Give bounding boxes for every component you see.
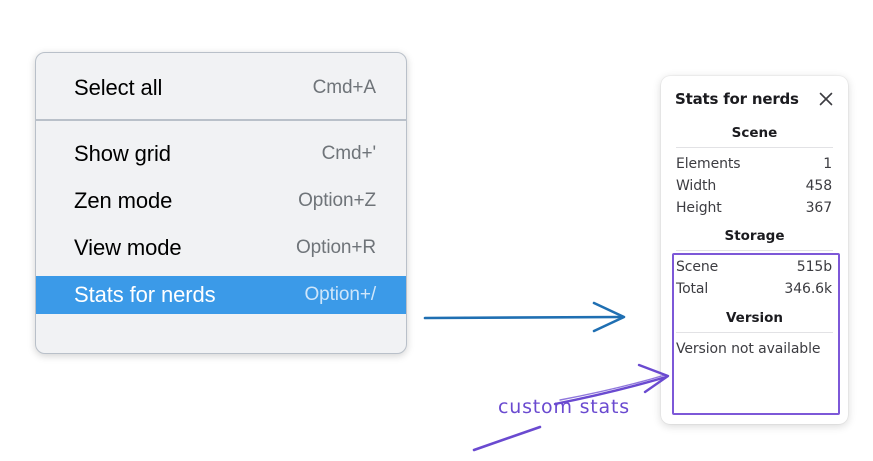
menu-item-shortcut: Cmd+' (321, 143, 376, 164)
menu-item-shortcut: Option+Z (298, 190, 376, 211)
section-rule (676, 250, 833, 251)
row-key: Width (676, 178, 717, 194)
panel-section-storage: Storage Scene 515b Total 346.6k (673, 227, 836, 300)
purple-underline-stroke (472, 425, 542, 452)
section-rule (676, 147, 833, 148)
row-key: Height (676, 200, 722, 216)
section-heading: Storage (724, 228, 785, 244)
row-key: Total (676, 281, 709, 297)
row-key: Scene (676, 259, 719, 275)
panel-section-scene: Scene Elements 1 Width 458 Height 367 (673, 124, 836, 219)
table-row: Version not available (673, 338, 836, 360)
menu-item-select-all[interactable]: Select all Cmd+A (36, 69, 406, 107)
menu-divider (36, 119, 406, 121)
canvas-context-menu[interactable]: Select all Cmd+A Show grid Cmd+' Zen mod… (35, 52, 407, 354)
blue-arrow (423, 301, 626, 333)
page-title: Stats for nerds (675, 90, 799, 108)
stats-for-nerds-panel[interactable]: Stats for nerds Scene Elements 1 Width 4… (661, 76, 848, 424)
table-row: Height 367 (673, 197, 836, 219)
menu-group-1: Select all Cmd+A (36, 53, 406, 119)
menu-item-show-grid[interactable]: Show grid Cmd+' (36, 135, 406, 173)
section-heading: Scene (731, 125, 778, 141)
menu-item-label: Stats for nerds (74, 282, 216, 307)
section-rule (676, 332, 833, 333)
menu-item-shortcut: Option+/ (304, 284, 376, 305)
panel-section-version: Version Version not available (673, 309, 836, 360)
menu-item-zen-mode[interactable]: Zen mode Option+Z (36, 182, 406, 220)
menu-item-view-mode[interactable]: View mode Option+R (36, 229, 406, 267)
menu-footer (36, 314, 406, 335)
close-icon[interactable] (817, 90, 835, 108)
menu-item-shortcut: Cmd+A (312, 77, 376, 98)
row-value: 1 (823, 156, 832, 172)
row-value: 346.6k (784, 281, 832, 297)
menu-group-2: Show grid Cmd+' Zen mode Option+Z View m… (36, 121, 406, 314)
menu-item-label: Select all (74, 75, 163, 100)
row-key: Elements (676, 156, 741, 172)
annotation-label-custom-stats: custom stats (498, 396, 630, 418)
table-row: Width 458 (673, 175, 836, 197)
menu-item-label: Zen mode (74, 188, 173, 213)
row-key: Version not available (676, 341, 821, 357)
panel-header: Stats for nerds (673, 90, 836, 108)
table-row: Scene 515b (673, 256, 836, 278)
row-value: 515b (796, 259, 832, 275)
row-value: 458 (805, 178, 833, 194)
table-row: Total 346.6k (673, 278, 836, 300)
menu-item-stats-for-nerds[interactable]: Stats for nerds Option+/ (36, 276, 406, 314)
menu-item-shortcut: Option+R (296, 237, 376, 258)
menu-item-label: View mode (74, 235, 182, 260)
row-value: 367 (805, 200, 833, 216)
menu-item-label: Show grid (74, 141, 171, 166)
section-heading: Version (725, 310, 784, 326)
table-row: Elements 1 (673, 153, 836, 175)
